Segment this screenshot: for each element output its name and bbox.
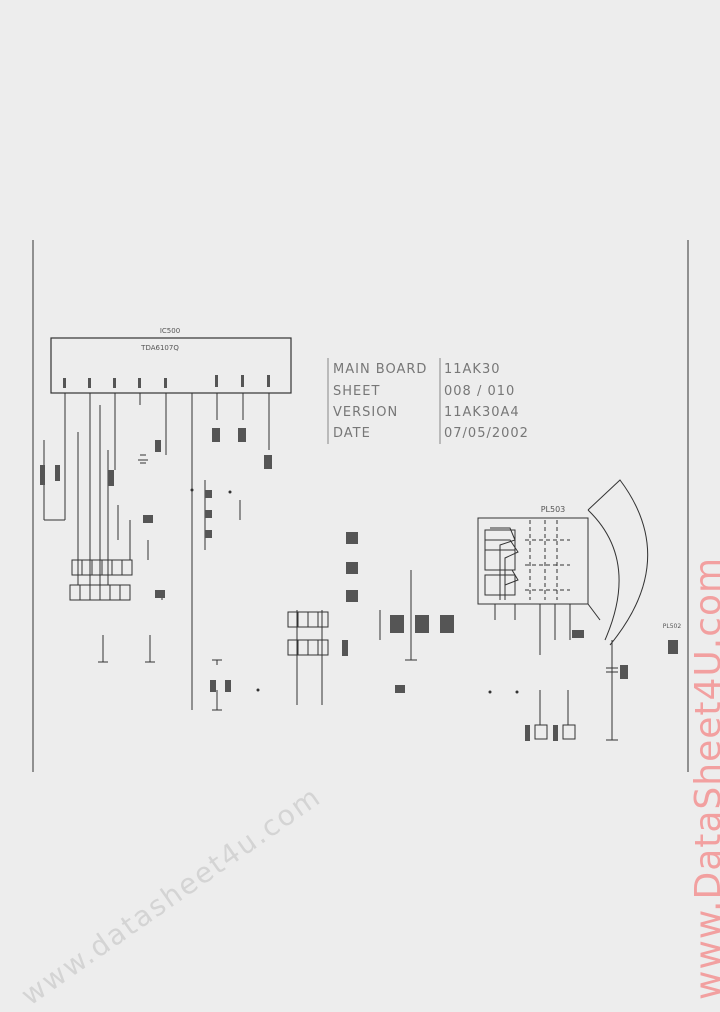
date-label: DATE [333,426,371,441]
left-wiring [43,405,270,711]
main-board-label: MAIN BOARD [333,362,428,377]
ic-body [50,337,292,394]
title-block-lines [327,358,441,444]
sheet-label: SHEET [333,384,381,399]
small-labels-left [40,428,272,692]
middle-labels [342,532,454,693]
ic500-block: IC500 TDA6107Q [50,327,292,405]
left-connector [69,559,133,601]
version-value: 11AK30A4 [444,405,520,420]
crt-socket [477,479,649,741]
right-connector-label: PL502 [663,623,682,630]
date-value: 07/05/2002 [444,426,529,441]
ic-pins [64,393,270,405]
ic-part-label: TDA6107Q [140,344,179,352]
version-label: VERSION [333,405,399,420]
connector-label: PL503 [541,505,566,514]
right-labels [525,630,678,741]
main-board-value: 11AK30 [444,362,501,377]
watermark-right: www.DataSheet4U.com [688,556,720,1000]
middle-wiring [287,570,417,705]
junction-dots [190,488,519,694]
ic-ref-label: IC500 [160,327,180,335]
sheet-value: 008 / 010 [444,384,516,399]
